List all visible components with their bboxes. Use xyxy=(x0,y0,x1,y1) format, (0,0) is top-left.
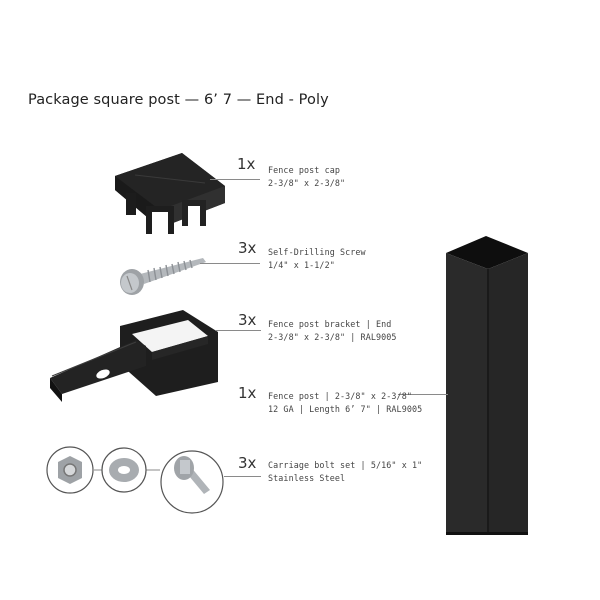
item-qty: 1x xyxy=(237,155,256,173)
item-spec: 1/4" x 1-1/2" xyxy=(268,260,335,270)
item-qty: 3x xyxy=(238,311,257,329)
item-qty: 1x xyxy=(238,384,257,402)
leader-line xyxy=(216,330,261,331)
carriage-bolt-icon xyxy=(46,446,224,514)
post-cap-icon xyxy=(115,153,225,234)
item-name: Fence post | 2-3/8" x 2-3/8" xyxy=(268,391,412,401)
screw-icon xyxy=(120,258,206,295)
item-name: Self-Drilling Screw xyxy=(268,247,366,257)
item-description: Fence post cap 2-3/8" x 2-3/8" xyxy=(268,164,345,190)
item-spec: 2-3/8" x 2-3/8" xyxy=(268,178,346,188)
item-name: Fence post cap xyxy=(268,165,340,175)
item-qty: 3x xyxy=(238,454,257,472)
item-description: Fence post bracket | End 2-3/8" x 2-3/8" … xyxy=(268,318,397,344)
bracket-icon xyxy=(50,310,218,402)
leader-line xyxy=(224,476,261,477)
leader-line xyxy=(398,394,448,395)
item-spec: 12 GA | Length 6’ 7" | RAL9005 xyxy=(268,404,423,414)
item-description: Carriage bolt set | 5/16" x 1" Stainless … xyxy=(268,459,422,485)
fence-post-icon xyxy=(446,236,528,535)
item-spec: Stainless Steel xyxy=(268,473,346,483)
leader-line xyxy=(200,263,260,264)
item-spec: 2-3/8" x 2-3/8" | RAL9005 xyxy=(268,332,397,342)
page-title: Package square post — 6’ 7 — End - Poly xyxy=(28,92,329,108)
leader-line xyxy=(210,179,260,180)
item-description: Fence post | 2-3/8" x 2-3/8" 12 GA | Leng… xyxy=(268,390,422,416)
item-qty: 3x xyxy=(238,239,257,257)
item-name: Fence post bracket | End xyxy=(268,319,392,329)
item-description: Self-Drilling Screw 1/4" x 1-1/2" xyxy=(268,246,366,272)
item-name: Carriage bolt set | 5/16" x 1" xyxy=(268,460,423,470)
